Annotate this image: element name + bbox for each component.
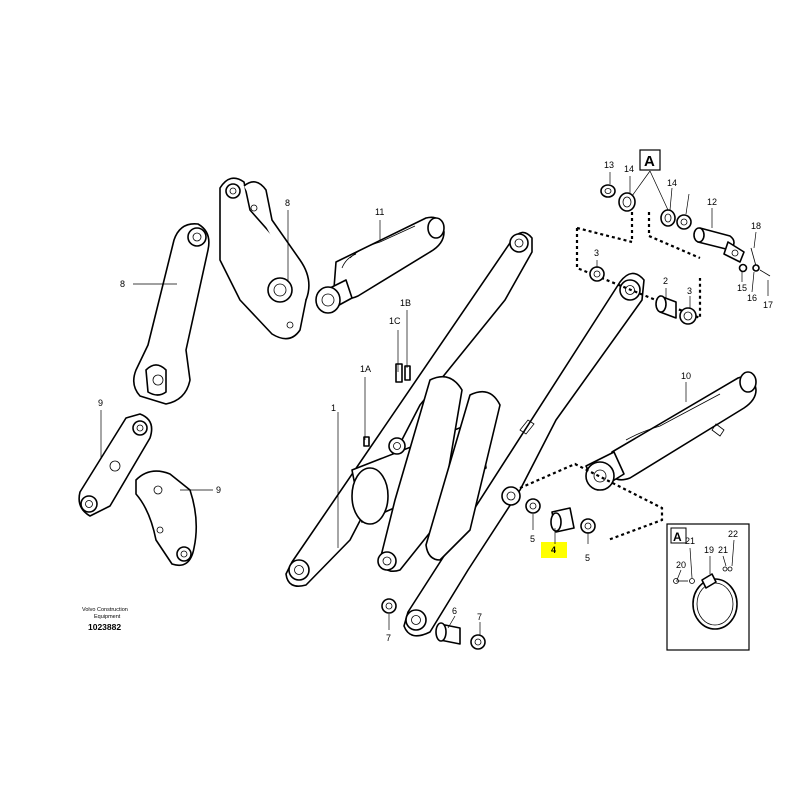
highlight-item-4: [541, 542, 567, 558]
detail-marker-arrows: [631, 170, 669, 211]
callout-5-left: 5: [530, 534, 535, 544]
publisher-credit: Volvo Construction Equipment: [82, 607, 128, 621]
callout-4: 4: [551, 545, 556, 555]
callout-1C: 1C: [389, 316, 401, 326]
upper-pin-detail: [575, 184, 771, 325]
callout-8-upper: 8: [285, 198, 290, 208]
link-rod: [132, 223, 210, 405]
callout-3-upper: 3: [594, 248, 599, 258]
callout-8-left: 8: [120, 279, 125, 289]
callout-1: 1: [331, 403, 336, 413]
callout-14-left: 14: [624, 164, 634, 174]
callout-9-upper: 9: [98, 398, 103, 408]
callout-15: 15: [737, 283, 747, 293]
callout-6: 6: [452, 606, 457, 616]
bushing-detail: [519, 462, 664, 542]
callout-16: 16: [747, 293, 757, 303]
callout-14-right: 14: [667, 178, 677, 188]
hydraulic-cylinder-10: [585, 371, 757, 491]
leader-lines: [100, 172, 769, 636]
callout-5-right: 5: [585, 553, 590, 563]
links-item9: [78, 413, 198, 567]
hydraulic-cylinder-11: [315, 216, 445, 314]
credit-line-1: Volvo Construction: [82, 607, 128, 613]
callout-9-lower: 9: [216, 485, 221, 495]
callout-7-right: 7: [477, 612, 482, 622]
callout-22: 22: [728, 529, 738, 539]
credit-line-2: Equipment: [94, 614, 121, 620]
callout-12: 12: [707, 197, 717, 207]
lift-arm-assembly: [285, 231, 645, 637]
callout-1A: 1A: [360, 364, 371, 374]
callout-3-right: 3: [687, 286, 692, 296]
callout-7-left: 7: [386, 633, 391, 643]
bellcrank-bracket: [219, 177, 310, 340]
callout-1B: 1B: [400, 298, 411, 308]
detail-marker-box-label: A: [673, 530, 682, 544]
callout-19: 19: [704, 545, 714, 555]
detail-box-a: [666, 523, 750, 651]
document-number: 1023882: [88, 622, 122, 632]
detail-marker-box: [639, 149, 661, 171]
callout-18: 18: [751, 221, 761, 231]
callout-21-right: 21: [718, 545, 728, 555]
callout-10: 10: [681, 371, 691, 381]
callout-17: 17: [763, 300, 773, 310]
callout-21-left: 21: [685, 536, 695, 546]
callout-2: 2: [663, 276, 668, 286]
bottom-bushing-detail: [381, 598, 486, 650]
detail-marker-top: A: [644, 153, 655, 170]
callout-20: 20: [676, 560, 686, 570]
callout-13: 13: [604, 160, 614, 170]
callout-labels: 1 1A 1B 1C 2 3 3 4 5 5 6 7 7 8 8 9 9 10 …: [98, 160, 773, 643]
callout-11: 11: [375, 207, 384, 217]
